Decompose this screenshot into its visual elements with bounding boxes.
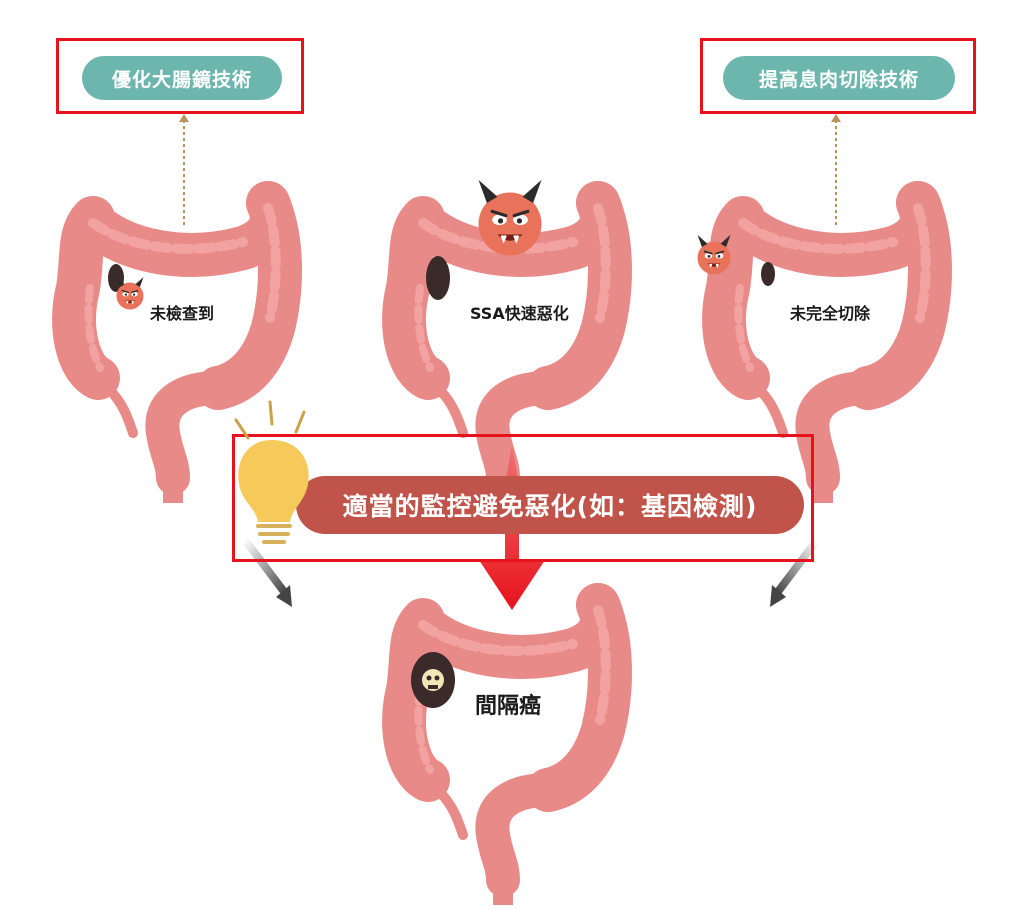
highlight-box-left [56,38,304,114]
label-ssa-rapid-deterioration: SSA快速惡化 [470,304,569,323]
colon-left [68,178,308,508]
colon-bottom [398,580,638,910]
highlight-box-right [700,38,976,114]
devil-polyp-center [476,178,544,258]
colon-center [398,178,638,508]
pill-optimize-colonoscopy: 優化大腸鏡技術 [82,56,282,100]
label-interval-cancer: 間隔癌 [475,694,542,719]
label-not-detected: 未檢查到 [150,304,215,323]
lightbulb-icon [234,400,309,544]
highlight-box-banner [232,434,814,562]
grey-arrow-left [241,536,292,607]
devil-polyp-right [696,234,732,276]
banner-monitoring: 適當的監控避免惡化(如：基因檢測) [296,476,804,534]
grey-arrow-right [770,536,821,607]
pill-improve-polypectomy: 提高息肉切除技術 [723,56,955,100]
dotted-arrow-left [179,114,189,227]
label-incomplete-resection: 未完全切除 [790,304,871,323]
colon-right [718,178,958,508]
dotted-arrow-right [831,114,841,227]
